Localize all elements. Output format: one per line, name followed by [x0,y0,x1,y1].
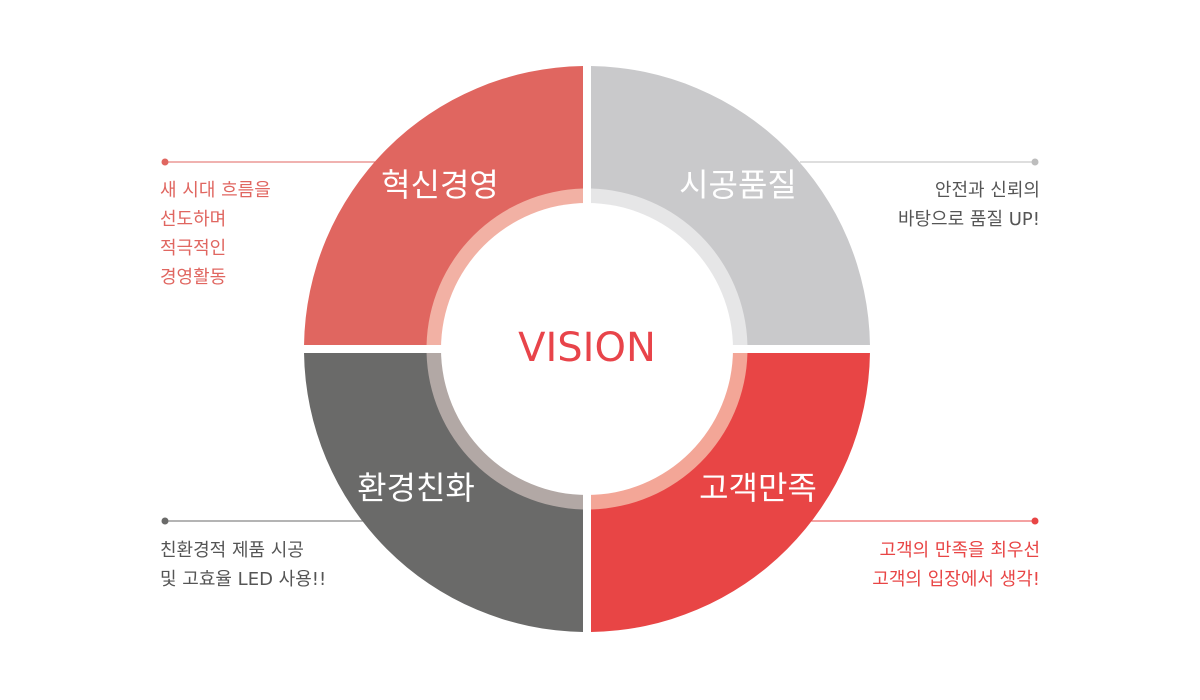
quadrant-label-top-left: 혁신경영 [381,166,499,204]
vision-label: VISION [518,325,656,371]
inner-ring-top-left [426,188,583,345]
description-top-left: 새 시대 흐름을 선도하며 적극적인 경영활동 [160,176,271,292]
connector-dot-top-right [1031,158,1039,166]
center-disc [441,203,733,495]
description-line: 고객의 입장에서 생각! [872,569,1040,590]
description-line: 안전과 신뢰의 [934,180,1040,201]
description-line: 고객의 만족을 최우선 [879,540,1040,561]
quadrant-label-bottom-left: 환경친화 [357,469,475,507]
description-line: 새 시대 흐름을 [160,180,271,201]
description-line: 및 고효율 LED 사용!! [160,569,327,590]
description-top-right: 안전과 신뢰의 바탕으로 품질 UP! [898,176,1040,234]
quadrant-top-left [304,66,583,346]
inner-ring-bottom-right [591,353,748,510]
description-line: 경영활동 [160,267,227,288]
quadrant-label-bottom-right: 고객만족 [699,469,817,507]
quadrant-bottom-right [591,353,870,632]
quadrant-bottom-left [304,353,583,632]
inner-ring-bottom-left [426,353,583,510]
connector-dot-bottom-left [161,517,169,525]
description-line: 바탕으로 품질 UP! [897,209,1040,230]
description-bottom-left: 친환경적 제품 시공 및 고효율 LED 사용!! [160,536,326,594]
quadrant-top-right [591,66,870,346]
connector-dot-top-left [161,158,169,166]
description-line: 적극적인 [160,238,227,259]
description-bottom-right: 고객의 만족을 최우선 고객의 입장에서 생각! [872,536,1040,594]
inner-ring-top-right [591,188,748,345]
description-line: 친환경적 제품 시공 [160,540,304,561]
description-line: 선도하며 [160,209,227,230]
connector-dot-bottom-right [1031,517,1039,525]
quadrant-label-top-right: 시공품질 [679,166,797,204]
